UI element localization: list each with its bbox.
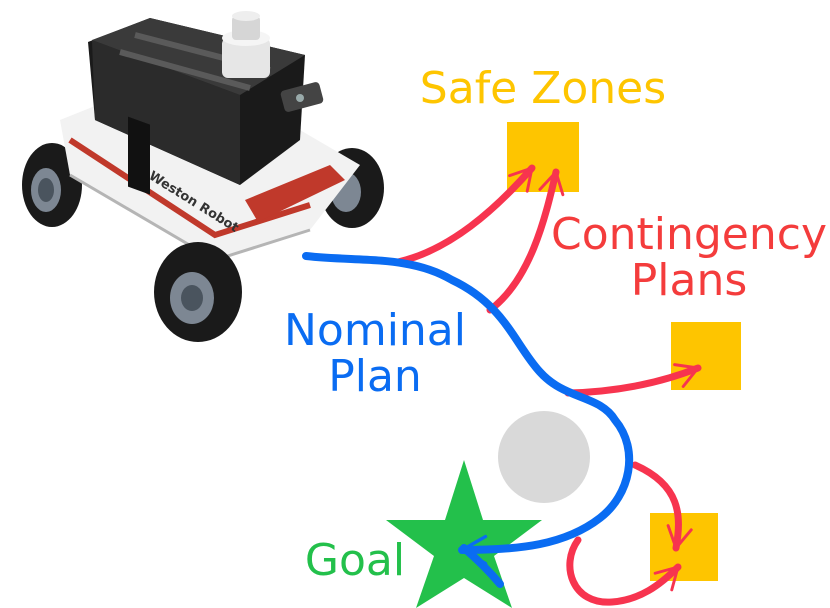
robot-wheel-front-left: [154, 242, 242, 342]
label-contingency-line1: Contingency: [550, 209, 827, 260]
contingency-path-1: [394, 164, 536, 266]
safe-zone-middle: [671, 322, 741, 390]
robot-front-bumper: [245, 165, 345, 222]
contingency-path-2: [486, 168, 565, 314]
label-nominal-line1: Nominal: [284, 305, 466, 356]
nominal-path: [302, 252, 634, 566]
label-goal-text: Goal: [304, 535, 406, 586]
label-safe-zones-text: Safe Zones: [419, 63, 667, 114]
label-safe-zones: Safe Zones: [418, 63, 668, 114]
obstacle: [498, 411, 590, 503]
robot-illustration: Weston Robot: [22, 11, 384, 342]
nominal-plan: [302, 252, 634, 588]
label-nominal-line2: Plan: [328, 351, 422, 403]
contingency-path-5: [566, 536, 682, 606]
robot-camera: [280, 82, 324, 112]
contingency-plans: [394, 164, 702, 606]
goal-star-icon: [386, 460, 542, 608]
safe-zone-bottom: [650, 513, 718, 581]
label-nominal-plan: Nominal Plan: [270, 305, 480, 403]
robot-wheel-rear-left: [22, 143, 82, 227]
nominal-path-end: [460, 544, 504, 588]
contingency-path-3: [564, 363, 702, 397]
label-goal: Goal: [300, 535, 410, 586]
label-contingency-plans: Contingency Plans: [548, 209, 830, 307]
label-contingency-line2: Plans: [630, 255, 748, 307]
contingency-path-4: [631, 461, 693, 552]
robot-lidar: [222, 11, 270, 78]
